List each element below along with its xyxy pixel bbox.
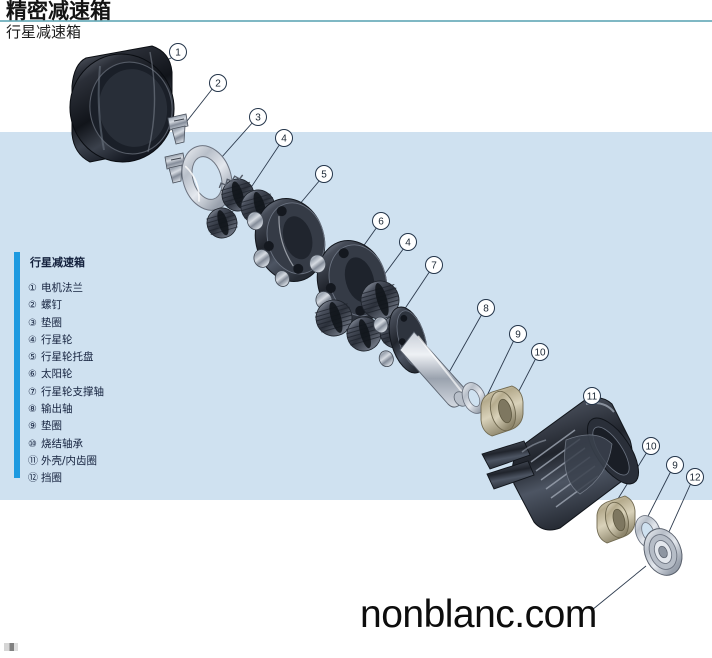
legend-item-label: 电机法兰 bbox=[41, 282, 83, 294]
legend-item-label: 垫圈 bbox=[41, 420, 62, 433]
callout-bubble: 3 bbox=[249, 108, 267, 126]
legend-item-number: ⑤ bbox=[28, 352, 37, 364]
legend-item-label: 挡圈 bbox=[41, 472, 62, 485]
page-title: 精密减速箱 bbox=[6, 0, 111, 23]
part-sintered-bearing-right bbox=[596, 495, 636, 544]
legend-item-label: 螺钉 bbox=[41, 299, 62, 312]
legend-item-label: 外壳/内齿圈 bbox=[41, 454, 98, 467]
legend-item-number: ⑩ bbox=[28, 438, 37, 450]
part-washer-right bbox=[634, 515, 662, 549]
legend-item-label: 行星轮 bbox=[41, 333, 73, 346]
callout-bubble-number: 3 bbox=[255, 113, 261, 124]
legend-item-label: 垫圈 bbox=[41, 316, 62, 329]
legend-item: ⑧ 输出轴 bbox=[28, 401, 104, 418]
page-subtitle: 行星减速箱 bbox=[6, 23, 82, 41]
legend-title: 行星减速箱 bbox=[30, 256, 85, 269]
legend-item: ① 电机法兰 bbox=[28, 280, 104, 297]
legend-item: ⑩ 烧结轴承 bbox=[28, 436, 104, 453]
legend-item-label: 行星轮托盘 bbox=[41, 351, 94, 364]
watermark-text: nonblanc.com bbox=[360, 593, 597, 636]
legend-item-number: ② bbox=[28, 300, 37, 312]
callout-bubble: 2 bbox=[209, 74, 227, 92]
legend-item-number: ③ bbox=[28, 317, 37, 329]
legend-item-label: 输出轴 bbox=[41, 403, 73, 416]
legend-item: ④ 行星轮 bbox=[28, 332, 104, 349]
legend-item-number: ④ bbox=[28, 334, 37, 346]
callout-bubble-number: 2 bbox=[215, 79, 221, 90]
legend-item-label: 太阳轮 bbox=[41, 368, 73, 381]
legend-item-label: 烧结轴承 bbox=[41, 437, 83, 450]
legend-accent-bar bbox=[14, 252, 20, 478]
legend-item-number: ⑫ bbox=[28, 473, 38, 485]
legend-item: ⑤ 行星轮托盘 bbox=[28, 349, 104, 366]
callout-bubble-circle bbox=[209, 74, 227, 92]
callout-bubble-number: 1 bbox=[175, 48, 181, 59]
legend-item-label: 行星轮支撑轴 bbox=[41, 385, 104, 398]
legend-item-number: ⑪ bbox=[28, 455, 38, 467]
title-underline-rule bbox=[0, 20, 712, 22]
part-retaining-ring bbox=[643, 528, 683, 576]
legend-item: ⑨ 垫圈 bbox=[28, 418, 104, 435]
corner-artifact-icon bbox=[4, 643, 18, 651]
legend-item: ③ 垫圈 bbox=[28, 315, 104, 332]
callout-bubble-circle bbox=[169, 43, 187, 61]
legend-item: ② 螺钉 bbox=[28, 297, 104, 314]
callout-bubble: 1 bbox=[169, 43, 187, 61]
callout-bubble-circle bbox=[249, 108, 267, 126]
legend-item-number: ⑨ bbox=[28, 421, 37, 433]
legend-item: ⑦ 行星轮支撑轴 bbox=[28, 384, 104, 401]
legend-item: ⑥ 太阳轮 bbox=[28, 366, 104, 383]
legend-item-number: ⑥ bbox=[28, 369, 37, 381]
legend-item-list: ① 电机法兰 ② 螺钉 ③ 垫圈 ④ 行星轮 ⑤ 行星轮托盘 ⑥ 太阳轮 ⑦ 行星轮支撑轴 ⑧ 输出轴 ⑨ 垫圈 ⑩… bbox=[28, 280, 104, 488]
legend-item-number: ① bbox=[28, 283, 37, 294]
legend-item-number: ⑦ bbox=[28, 386, 37, 398]
legend-item-number: ⑧ bbox=[28, 404, 37, 416]
